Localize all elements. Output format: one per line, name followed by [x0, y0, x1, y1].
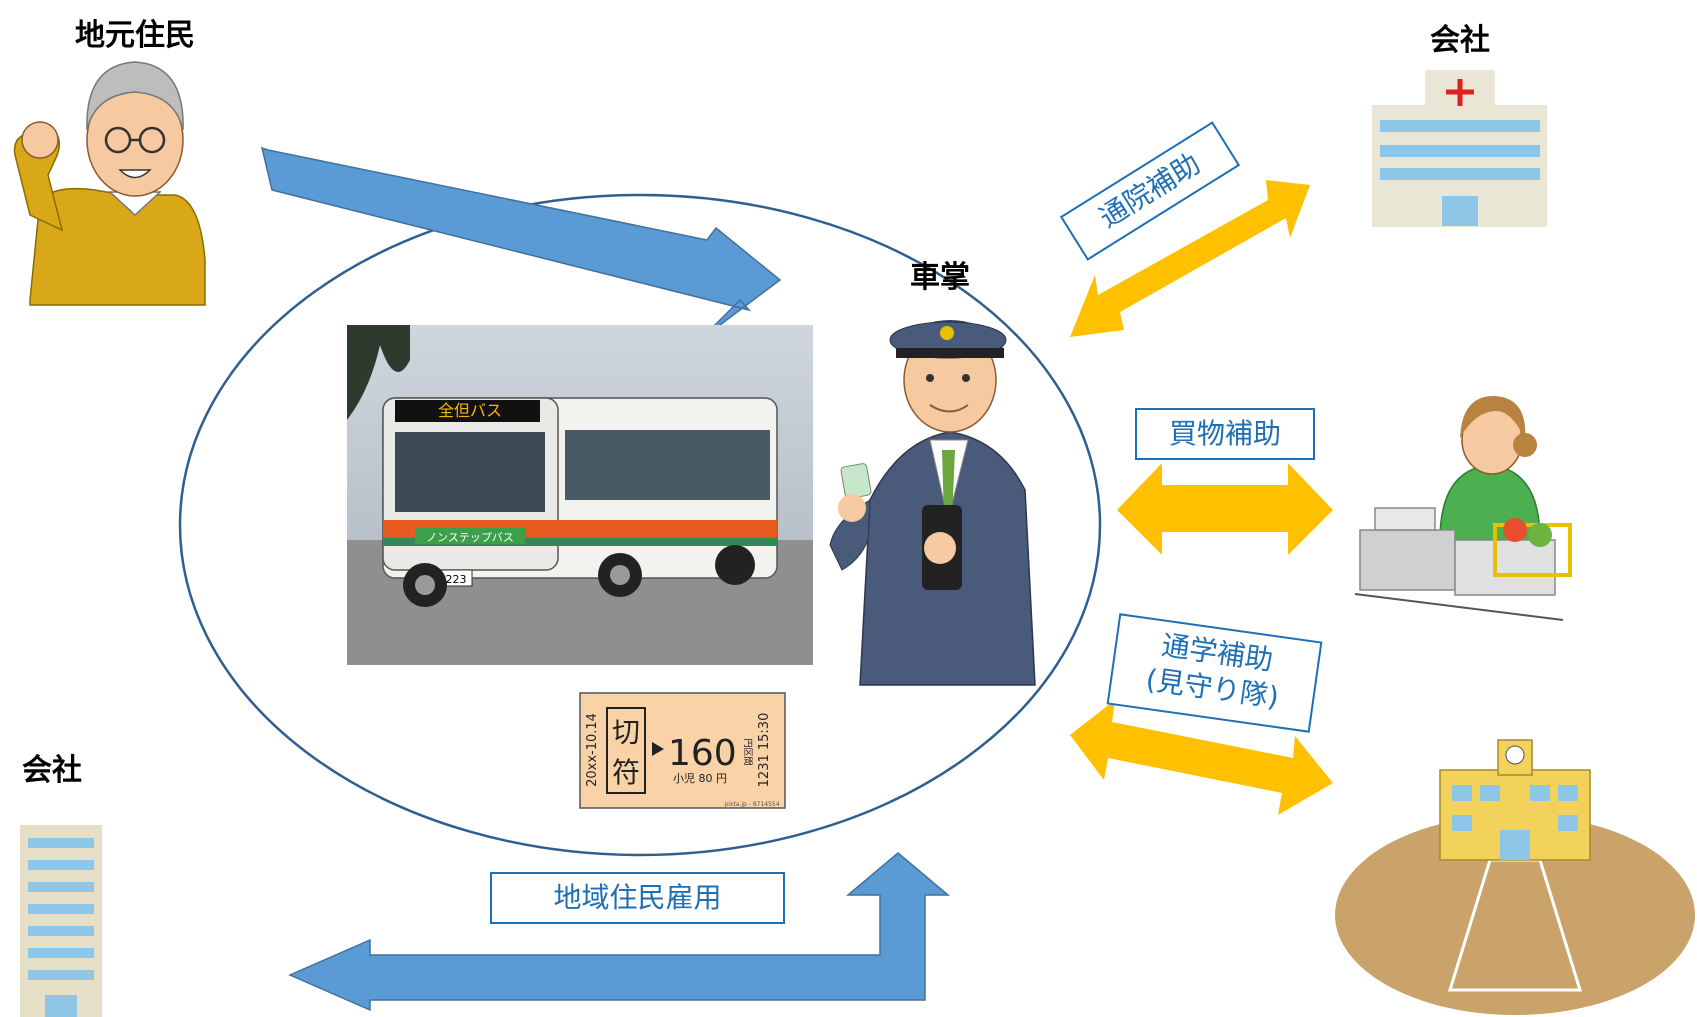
ticket-date: 20xx-10.14: [585, 713, 600, 787]
company-left-label: 会社: [22, 753, 82, 788]
ticket-fare-unit: 円区間: [742, 738, 753, 765]
employment-arrow: [288, 852, 951, 1012]
resident-to-conductor-arrow: [260, 146, 782, 341]
hospital-double-arrow: [1070, 180, 1310, 337]
ticket-fare: 160: [668, 733, 737, 774]
bus-destination-sign: 全但バス: [438, 401, 502, 420]
resident-label: 地元住民: [75, 18, 195, 53]
shopping-double-arrow: [1117, 463, 1333, 555]
school-illustration: [1335, 739, 1695, 1015]
shop-cashier-illustration: [1354, 395, 1572, 621]
ticket-credit: pixta.jp - 8714554: [724, 801, 779, 808]
conductor-illustration: [829, 320, 1036, 686]
ticket-child-fare: 小児 80 円: [673, 772, 727, 785]
ticket-kanji-bottom: 符: [612, 756, 640, 789]
service-area-ellipse: [178, 193, 1102, 857]
bus-side-text: ノンステップバス: [426, 531, 514, 544]
ticket-kanji-top: 切: [612, 716, 640, 749]
school-double-arrow: [1070, 700, 1333, 815]
resident-illustration: [13, 61, 206, 306]
company-top-label: 会社: [1430, 23, 1490, 58]
bus-photo: 全但バス ノンステップバス 223: [347, 325, 813, 665]
ticket-serial: 1231 15:30: [757, 713, 772, 788]
shopping-support-box: 買物補助: [1135, 408, 1315, 460]
local-employment-box: 地域住民雇用: [490, 872, 785, 924]
bus-plate-number: 223: [446, 573, 467, 586]
hospital-illustration: [1372, 70, 1547, 227]
office-building-illustration: [20, 825, 102, 1017]
ticket-image: 切 符 20xx-10.14 160 円区間 小児 80 円 1231 15:3…: [579, 692, 786, 809]
conductor-label: 車掌: [910, 260, 970, 295]
